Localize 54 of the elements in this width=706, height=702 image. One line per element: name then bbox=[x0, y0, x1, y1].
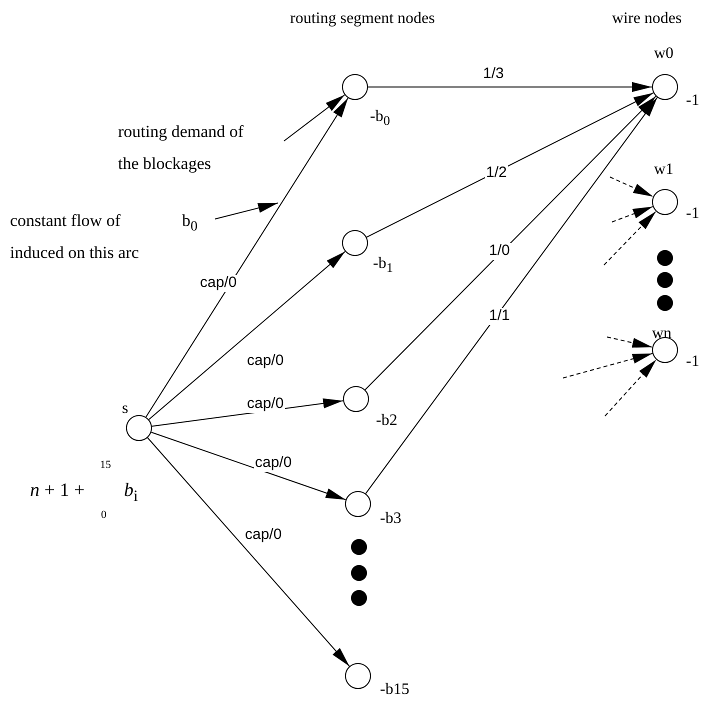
dashed-arrow bbox=[610, 176, 654, 198]
edge-label: 1/0 bbox=[488, 243, 511, 260]
edge-label: 1/2 bbox=[485, 165, 508, 182]
formula-text: n + 1 + bbox=[30, 480, 85, 502]
node-label: -b2 bbox=[376, 412, 398, 430]
node-circle bbox=[126, 415, 152, 441]
node-label: -b$_{0}$ bbox=[370, 108, 390, 128]
node-label: w0 bbox=[654, 45, 674, 64]
node-label: -b$_{1}$ bbox=[373, 255, 393, 276]
node-circle bbox=[342, 74, 368, 100]
node-circle bbox=[652, 74, 678, 100]
edge-label: cap/0 bbox=[246, 396, 285, 412]
column-heading: wire nodes bbox=[612, 10, 682, 28]
formula-text: b$_{i}$ bbox=[124, 480, 138, 506]
annotation-text: routing demand of the blockages bbox=[118, 121, 245, 175]
node-label: -b15 bbox=[380, 681, 410, 700]
node-label: -1 bbox=[686, 205, 700, 224]
node-label: -b3 bbox=[380, 510, 402, 528]
edge-label: 1/1 bbox=[488, 308, 511, 324]
node-circle bbox=[345, 491, 371, 517]
edge-label: cap/0 bbox=[244, 527, 283, 544]
dashed-arrow bbox=[612, 206, 654, 222]
flow-value: b$_{0}$ bbox=[182, 210, 198, 236]
node-label: -1 bbox=[686, 353, 700, 372]
arrow bbox=[284, 94, 346, 142]
arrow bbox=[150, 432, 346, 500]
arrow bbox=[366, 92, 654, 238]
node-label: s bbox=[122, 400, 128, 418]
node-circle bbox=[345, 663, 371, 689]
node-label: wn bbox=[652, 325, 672, 344]
edge-label: cap/0 bbox=[246, 353, 285, 370]
arrow bbox=[148, 250, 346, 420]
node-label: w1 bbox=[654, 161, 674, 180]
dashed-arrow bbox=[604, 359, 657, 416]
leader-arrow bbox=[214, 202, 278, 220]
arrow bbox=[145, 97, 349, 418]
annotation-text: constant flow of induced on this arc bbox=[10, 210, 140, 264]
formula-text: 15 bbox=[100, 459, 111, 472]
edge-label: cap/0 bbox=[254, 455, 293, 472]
arrow bbox=[365, 96, 658, 494]
node-label: -1 bbox=[686, 92, 700, 110]
dashed-arrow bbox=[604, 210, 656, 266]
arrow bbox=[147, 437, 350, 667]
column-heading: routing segment nodes bbox=[290, 10, 435, 28]
formula-text: 0 bbox=[101, 509, 106, 522]
dashed-arrow bbox=[562, 352, 653, 378]
edge-label: cap/0 bbox=[199, 275, 238, 292]
node-circle bbox=[343, 386, 369, 412]
dashed-arrow bbox=[606, 336, 653, 348]
node-circle bbox=[652, 189, 678, 215]
node-circle bbox=[342, 230, 368, 256]
node-circle bbox=[652, 337, 678, 363]
arrow bbox=[368, 82, 652, 92]
arrow bbox=[364, 96, 656, 390]
